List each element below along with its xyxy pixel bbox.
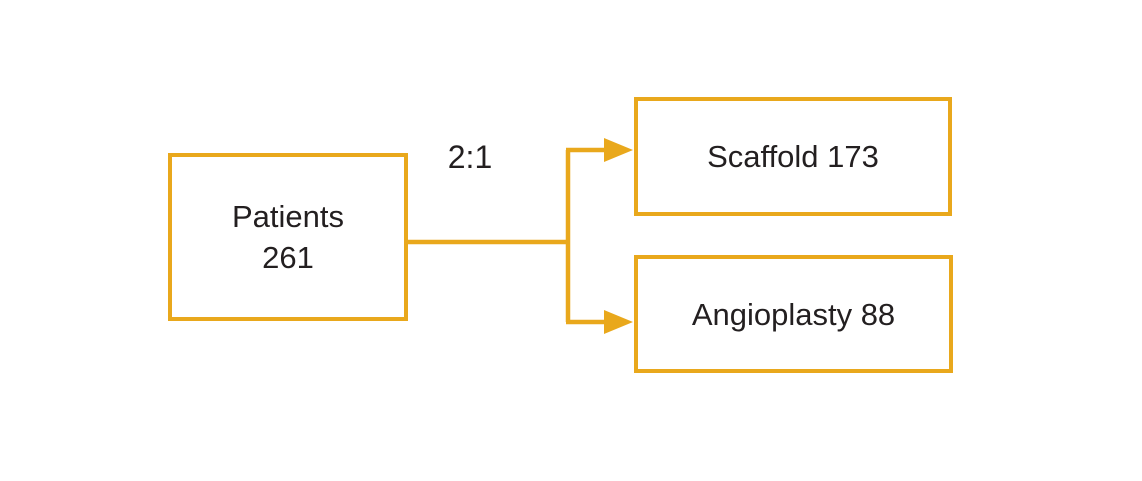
- node-angioplasty-label: Angioplasty 88: [691, 296, 896, 332]
- node-scaffold: Scaffold 173: [634, 97, 952, 216]
- node-patients-label: Patients: [231, 199, 344, 234]
- arrowhead-to-scaffold: [604, 138, 633, 162]
- node-scaffold-label: Scaffold 173: [707, 139, 879, 174]
- node-patients: Patients 261: [168, 153, 408, 321]
- node-angioplasty: Angioplasty 88: [634, 255, 953, 373]
- node-patients-count: 261: [262, 240, 314, 275]
- arrowhead-to-angioplasty: [604, 310, 633, 334]
- connector-trunk: [408, 147, 607, 325]
- ratio-label: 2:1: [447, 139, 493, 175]
